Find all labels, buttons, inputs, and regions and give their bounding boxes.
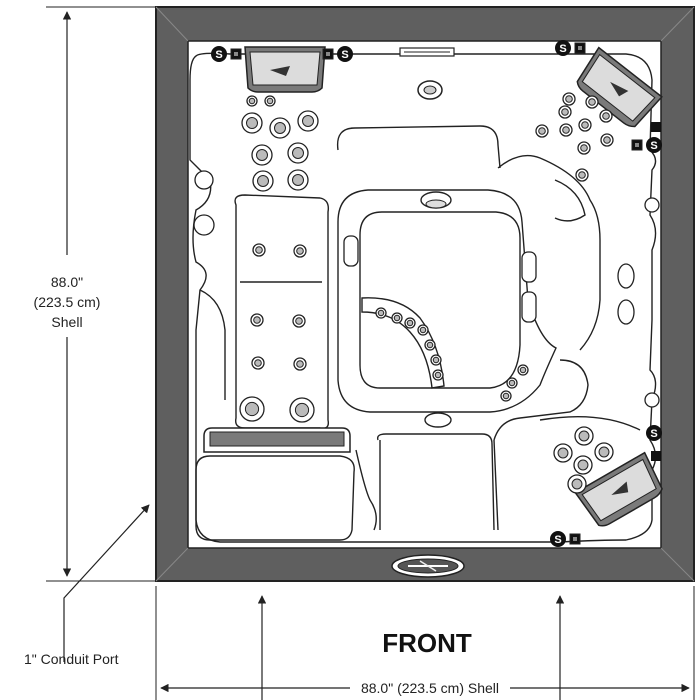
top-headrest <box>244 46 326 93</box>
seat-marker-circle <box>646 425 662 441</box>
seating-outlines <box>189 52 657 543</box>
jet <box>553 443 573 463</box>
height-metric-text: (223.5 cm) <box>34 294 101 310</box>
jet <box>517 364 529 376</box>
seat-marker-letter: S <box>559 43 566 55</box>
jet <box>574 426 594 446</box>
jet <box>289 397 315 423</box>
jet <box>250 313 264 327</box>
waterfall-grille <box>399 47 455 57</box>
jet <box>264 95 276 107</box>
conduit-port-callout: 1" Conduit Port <box>24 504 150 667</box>
jet <box>559 123 573 137</box>
seat-marker-letter: S <box>554 534 561 546</box>
jet <box>535 124 549 138</box>
seat-marker-circle <box>211 46 227 62</box>
jet <box>585 95 599 109</box>
jet <box>391 312 403 324</box>
jet <box>575 168 589 182</box>
footwell-outer <box>337 189 557 413</box>
jet <box>417 324 429 336</box>
height-label-text: Shell <box>51 314 82 330</box>
bottom-right-headrest <box>574 451 663 527</box>
bottom-left-pillow <box>203 427 351 453</box>
center-bottom-fixture <box>424 412 452 428</box>
right-lower-area <box>493 359 589 441</box>
seat-marker-circle <box>337 46 353 62</box>
conduit-label: 1" Conduit Port <box>24 651 119 667</box>
control-square-dot <box>326 52 330 56</box>
jet <box>252 170 274 192</box>
jet <box>577 141 591 155</box>
front-label: FRONT <box>382 628 472 658</box>
jet <box>246 95 258 107</box>
control-square <box>651 122 661 132</box>
jet <box>252 243 266 257</box>
width-dimension: 88.0" (223.5 cm) Shell <box>155 586 695 700</box>
seat-marker-circle <box>646 137 662 153</box>
bottom-step <box>376 433 495 531</box>
seat-markers: S S S S S S <box>211 40 662 547</box>
jet <box>432 369 444 381</box>
jet <box>251 144 273 166</box>
wall-contour <box>189 52 657 543</box>
seat-marker-letter: S <box>341 49 348 61</box>
jet <box>293 357 307 371</box>
control-square-dot <box>578 46 582 50</box>
jet <box>573 455 593 475</box>
top-center-jet <box>417 80 443 100</box>
top-bench <box>336 125 501 169</box>
front-arrows: FRONT <box>257 595 565 700</box>
height-value-text: 88.0" <box>51 274 83 290</box>
right-top-headrest <box>576 46 663 128</box>
jet <box>500 390 512 402</box>
jet <box>430 354 442 366</box>
jet <box>293 244 307 258</box>
jet <box>287 142 309 164</box>
center-top-fixture <box>420 191 452 209</box>
seat-marker-letter: S <box>650 428 657 440</box>
jet <box>558 105 572 119</box>
footwell-inner <box>359 211 521 389</box>
jet <box>424 339 436 351</box>
jet <box>292 314 306 328</box>
jet <box>567 474 587 494</box>
seat-marker-letter: S <box>215 49 222 61</box>
control-square-dot <box>573 537 577 541</box>
height-dimension: 88.0" (223.5 cm) Shell <box>34 6 156 582</box>
seat-marker-circle <box>555 40 571 56</box>
control-square-dot <box>234 52 238 56</box>
cooldown-seat <box>195 455 355 541</box>
jet <box>599 109 613 123</box>
brand-logo <box>391 554 465 578</box>
seat-marker-circle <box>550 531 566 547</box>
jet <box>562 92 576 106</box>
seat-marker-letter: S <box>650 140 657 152</box>
jets-group <box>239 92 614 494</box>
jet <box>600 133 614 147</box>
footwell-pillars <box>343 235 537 323</box>
jet <box>297 110 319 132</box>
jet <box>269 117 291 139</box>
jet <box>287 169 309 191</box>
jet <box>506 377 518 389</box>
control-square <box>651 451 661 461</box>
width-label-text: 88.0" (223.5 cm) Shell <box>361 680 499 696</box>
jet <box>251 356 265 370</box>
jet <box>239 396 265 422</box>
jet <box>594 442 614 462</box>
control-square-dot <box>635 143 639 147</box>
right-top-area <box>497 154 601 351</box>
jet <box>578 118 592 132</box>
jet <box>375 307 387 319</box>
jet <box>404 317 416 329</box>
jet <box>241 112 263 134</box>
left-lounger <box>234 194 330 430</box>
wall-fixtures <box>193 170 660 408</box>
